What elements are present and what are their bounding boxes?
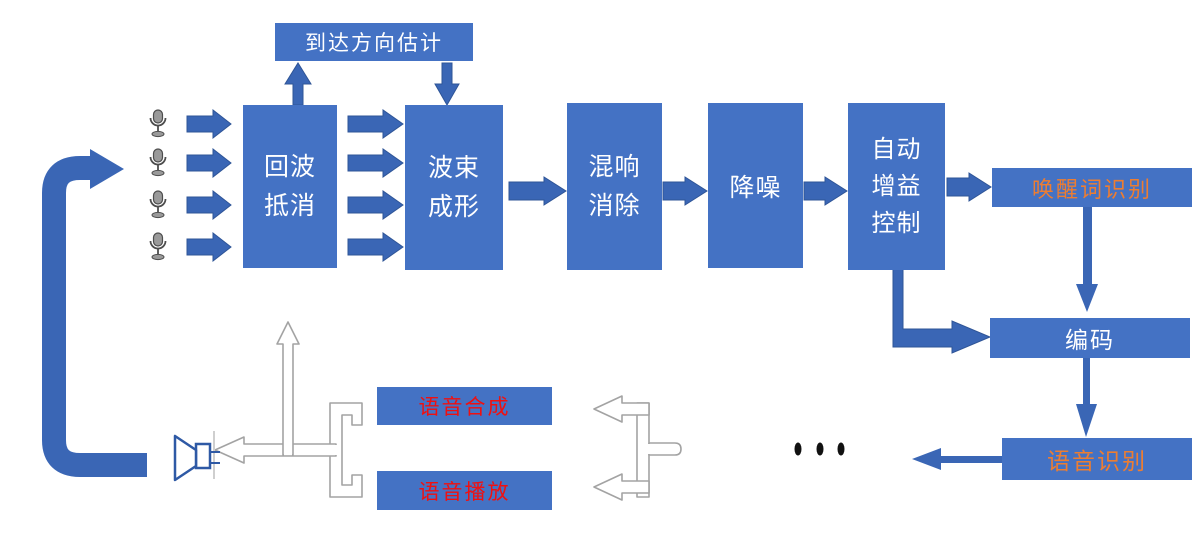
node-label-line: 混响 <box>588 152 641 181</box>
microphone-icon <box>149 148 167 177</box>
arrow-echo-to-beam-1 <box>347 109 404 139</box>
node-label-line: 自动 <box>871 136 922 163</box>
node-noise-reduction: 降噪 <box>708 103 803 268</box>
arrow-doa-to-beam <box>434 62 460 107</box>
node-label-line: 消除 <box>588 191 641 220</box>
microphone-icon <box>149 232 167 261</box>
node-label-line: 波束 <box>427 153 480 182</box>
arrow-echo-to-beam-3 <box>347 190 404 220</box>
node-label: 到达方向估计 <box>305 32 443 55</box>
node-label: 语音播放 <box>418 480 511 504</box>
node-label: 编码 <box>1065 327 1115 353</box>
node-beamforming: 波束 成形 <box>405 105 503 270</box>
arrow-echo-to-beam-4 <box>347 232 404 262</box>
node-doa-estimation: 到达方向估计 <box>275 23 473 61</box>
node-label: 语音合成 <box>418 396 511 419</box>
ellipsis-dots <box>794 442 845 456</box>
node-dereverberation: 混响 消除 <box>567 103 662 270</box>
playback-to-speaker-connector <box>214 321 363 498</box>
arrow-agc-to-wake <box>946 172 992 202</box>
node-echo-cancellation: 回波 抵消 <box>243 105 337 268</box>
arrow-encode-to-asr <box>1076 358 1097 437</box>
node-speech-playback: 语音播放 <box>377 471 552 510</box>
node-encoding: 编码 <box>990 318 1190 358</box>
node-label-line: 成形 <box>427 192 480 221</box>
arrow-mic-input-1 <box>186 108 232 140</box>
microphone-icon <box>149 109 167 138</box>
arrow-mic-input-3 <box>186 189 232 221</box>
node-label: 语音识别 <box>1047 448 1147 474</box>
node-label-line: 控制 <box>871 210 922 237</box>
arrow-agc-to-encode <box>892 267 992 354</box>
node-speech-synthesis: 语音合成 <box>377 387 552 425</box>
arrow-beam-to-reverb <box>508 176 567 206</box>
playback-right-fork-connector <box>593 395 682 501</box>
speaker-icon <box>173 431 220 482</box>
node-label-line: 增益 <box>871 173 922 200</box>
node-label-line: 抵消 <box>263 191 316 220</box>
node-automatic-gain-control: 自动 增益 控制 <box>848 103 945 270</box>
arrow-mic-input-2 <box>186 147 232 179</box>
arrow-echo-to-doa <box>284 62 312 106</box>
arrow-echo-to-beam-2 <box>347 148 404 178</box>
arrow-wake-to-encode <box>1076 207 1098 312</box>
feedback-loop-arrow <box>42 149 147 477</box>
arrow-mic-input-4 <box>186 231 232 263</box>
arrow-reverb-to-denoise <box>662 176 708 206</box>
node-wake-word-recognition: 唤醒词识别 <box>992 168 1192 207</box>
arrow-denoise-to-agc <box>803 176 848 206</box>
node-label-line: 回波 <box>263 152 316 181</box>
microphone-icon <box>149 190 167 219</box>
node-speech-recognition: 语音识别 <box>1002 438 1192 480</box>
node-label: 降噪 <box>729 173 782 202</box>
arrow-asr-output-left <box>912 448 1002 470</box>
node-label: 唤醒词识别 <box>1031 176 1152 202</box>
